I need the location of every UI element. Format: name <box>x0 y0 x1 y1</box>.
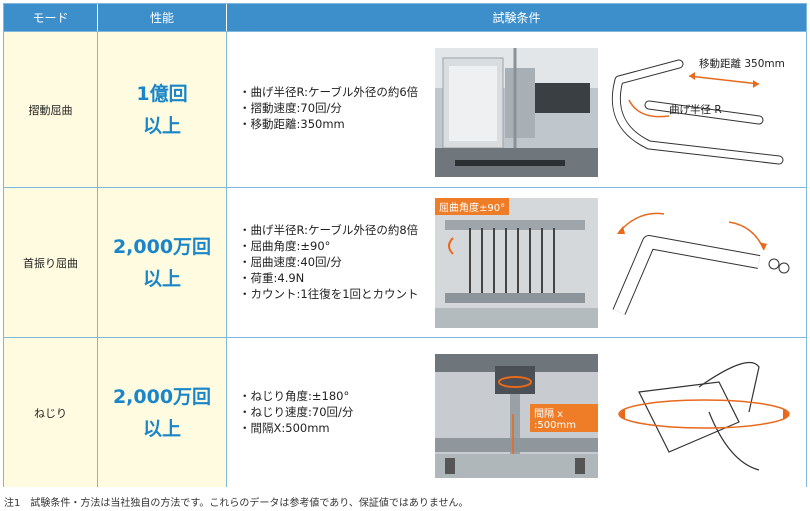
table-row: ねじり 2,000万回 以上 ・ねじり角度:±180° ・ねじり速度:70回/分… <box>4 337 806 487</box>
conditions-cell: ・曲げ半径R:ケーブル外径の約6倍 ・摺動速度:70回/分 ・移動距離:350m… <box>227 32 806 187</box>
table-row: 摺動屈曲 1億回 以上 ・曲げ半径R:ケーブル外径の約6倍 ・摺動速度:70回/… <box>4 31 806 187</box>
performance-cell: 2,000万回 以上 <box>98 188 227 337</box>
mode-label: ねじり <box>4 338 98 487</box>
bend-angle-tag: 屈曲角度±90° <box>435 198 510 215</box>
mode-label: 摺動屈曲 <box>4 32 98 187</box>
conditions-cell: ・ねじり角度:±180° ・ねじり速度:70回/分 ・間隔X:500mm <box>227 338 806 487</box>
performance-qualifier: 以上 <box>142 114 181 137</box>
performance-qualifier: 以上 <box>142 267 181 290</box>
condition-item: ・荷重:4.9N <box>239 271 305 285</box>
footnote: 注1 試験条件・方法は当社独自の方法です。これらのデータは参考値であり、保証値で… <box>4 498 469 509</box>
condition-item: ・屈曲角度:±90° <box>239 239 331 253</box>
header-performance: 性能 <box>98 4 227 31</box>
condition-item: ・間隔X:500mm <box>239 421 330 435</box>
performance-cell: 1億回 以上 <box>98 32 227 187</box>
header-conditions: 試験条件 <box>227 4 806 31</box>
twist-diagram <box>609 352 799 480</box>
test-rig-photo <box>435 48 598 177</box>
mode-label: 首振り屈曲 <box>4 188 98 337</box>
condition-item: ・摺動速度:70回/分 <box>239 101 342 115</box>
conditions-list: ・曲げ半径R:ケーブル外径の約6倍 ・摺動速度:70回/分 ・移動距離:350m… <box>239 84 418 132</box>
conditions-cell: ・曲げ半径R:ケーブル外径の約8倍 ・屈曲角度:±90° ・屈曲速度:40回/分… <box>227 188 806 337</box>
test-rig-photo: 屈曲角度±90° <box>435 198 598 328</box>
performance-value: 2,000万回 以上 <box>113 231 211 295</box>
interval-tag: 間隔 x :500mm <box>530 404 598 432</box>
condition-item: ・曲げ半径R:ケーブル外径の約6倍 <box>239 85 419 99</box>
condition-item: ・曲げ半径R:ケーブル外径の約8倍 <box>239 223 419 237</box>
conditions-list: ・曲げ半径R:ケーブル外径の約8倍 ・屈曲角度:±90° ・屈曲速度:40回/分… <box>239 222 419 302</box>
performance-count: 2,000万回 <box>112 235 212 258</box>
sliding-bend-diagram: 移動距離 350mm 曲げ半径 R <box>609 50 799 170</box>
test-rig-photo: 間隔 x :500mm <box>435 354 598 478</box>
condition-item: ・移動距離:350mm <box>239 117 345 131</box>
performance-qualifier: 以上 <box>142 417 181 440</box>
performance-cell: 2,000万回 以上 <box>98 338 227 487</box>
conditions-list: ・ねじり角度:±180° ・ねじり速度:70回/分 ・間隔X:500mm <box>239 388 353 436</box>
spec-table: モード 性能 試験条件 摺動屈曲 1億回 以上 ・曲げ半径R:ケーブル外径の約6… <box>3 3 807 487</box>
distance-label: 移動距離 350mm <box>699 58 785 70</box>
swing-bend-diagram <box>609 202 799 322</box>
performance-value: 2,000万回 以上 <box>113 381 211 445</box>
condition-item: ・ねじり角度:±180° <box>239 389 350 403</box>
header-mode: モード <box>4 4 98 31</box>
performance-value: 1億回 以上 <box>136 78 187 142</box>
radius-label: 曲げ半径 R <box>669 104 722 116</box>
performance-count: 1億回 <box>136 82 188 105</box>
condition-item: ・屈曲速度:40回/分 <box>239 255 342 269</box>
condition-item: ・カウント:1往復を1回とカウント <box>239 287 419 301</box>
performance-count: 2,000万回 <box>112 385 212 408</box>
condition-item: ・ねじり速度:70回/分 <box>239 405 354 419</box>
table-row: 首振り屈曲 2,000万回 以上 ・曲げ半径R:ケーブル外径の約8倍 ・屈曲角度… <box>4 187 806 337</box>
